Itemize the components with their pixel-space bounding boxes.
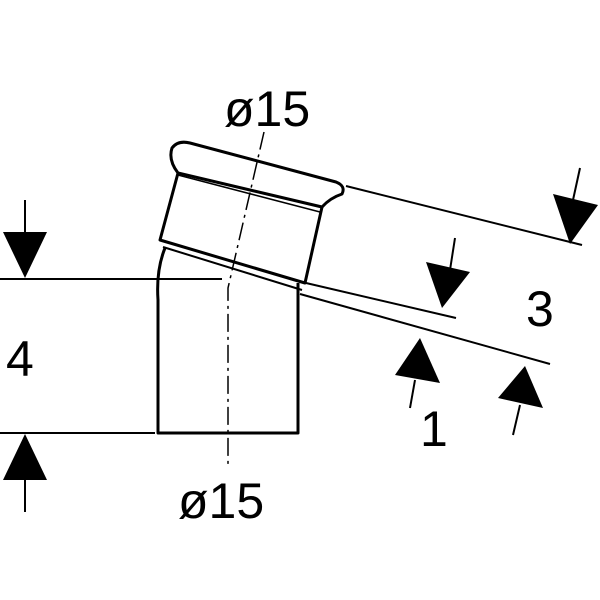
centerline — [227, 131, 265, 465]
pipe-body — [156, 247, 300, 435]
socket-body — [158, 172, 324, 285]
arrow-3 — [553, 194, 598, 244]
arrow-up-4 — [3, 434, 47, 480]
bottom-diameter-label: ø15 — [178, 473, 264, 529]
slant-line-1b — [299, 293, 551, 365]
dimension-3-label: 3 — [526, 281, 554, 337]
dimension-1-label: 1 — [420, 401, 448, 457]
arrow-down-4 — [3, 232, 47, 278]
dimension-4-label: 4 — [6, 331, 34, 387]
top-diameter-label: ø15 — [224, 81, 310, 137]
arrow-1-bottom — [395, 338, 440, 383]
arrow-1-right — [498, 366, 543, 408]
socket-rim — [169, 140, 345, 209]
slant-line-3 — [345, 185, 583, 246]
slant-line-1a — [305, 282, 457, 319]
arrow-1-top — [426, 262, 470, 308]
